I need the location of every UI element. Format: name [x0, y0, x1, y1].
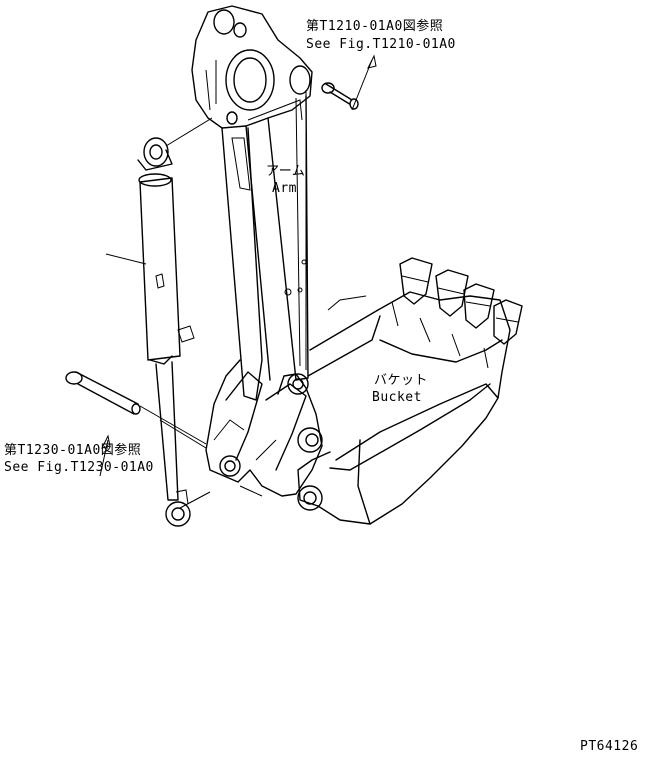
- left-ref-label-en: See Fig.T1230-01A0: [4, 460, 154, 475]
- arm-label-jp: アーム: [266, 164, 306, 179]
- arm-label-en: Arm: [272, 181, 297, 196]
- bucket-label-en: Bucket: [372, 390, 422, 405]
- drawing-number: PT64126: [580, 739, 639, 754]
- left-ref-label-jp: 第T1230-01A0図参照: [4, 443, 142, 458]
- bucket-cylinder[interactable]: [137, 137, 195, 527]
- bucket-label-jp: バケット: [374, 373, 429, 388]
- arm[interactable]: [191, 5, 323, 511]
- leader-lines: [99, 54, 377, 509]
- top-ref-label-jp: 第T1210-01A0図参照: [306, 19, 444, 34]
- upper-pin[interactable]: [321, 82, 359, 110]
- bucket[interactable]: [297, 257, 523, 525]
- lower-pin[interactable]: [65, 371, 141, 415]
- top-ref-label-en: See Fig.T1210-01A0: [306, 37, 456, 52]
